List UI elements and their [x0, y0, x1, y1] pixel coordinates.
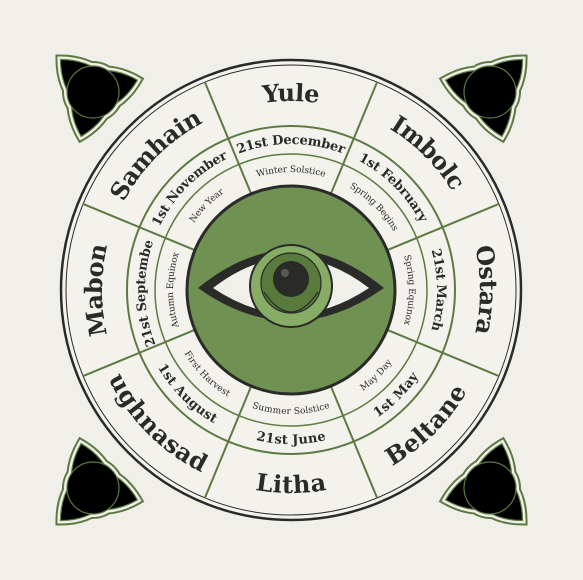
segment-dividers [82, 81, 500, 499]
festival-event-ostara: Spring Equinox [402, 254, 417, 327]
segment-divider [330, 386, 379, 499]
segment-divider [82, 329, 195, 378]
date-ring [126, 125, 456, 455]
festival-name-yule: Yule [260, 77, 321, 108]
segment-divider [387, 329, 500, 378]
festival-date-litha: 21st June [255, 429, 327, 448]
festival-name-litha: Litha [254, 467, 327, 499]
segment-divider [387, 202, 500, 251]
festival-name-mabon: Mabon [78, 241, 112, 339]
festival-date-ostara: 21st March [428, 247, 449, 333]
segment-divider [203, 386, 252, 499]
outer-ring-inner-line [65, 64, 517, 516]
festival-event-yule: Winter Solstice [255, 164, 326, 179]
festival-name-ostara: Ostara [470, 243, 504, 338]
segment-divider [203, 81, 252, 194]
segment-divider [330, 81, 379, 194]
event-ring [154, 153, 428, 427]
segment-divider [82, 202, 195, 251]
eye-icon [198, 244, 384, 328]
